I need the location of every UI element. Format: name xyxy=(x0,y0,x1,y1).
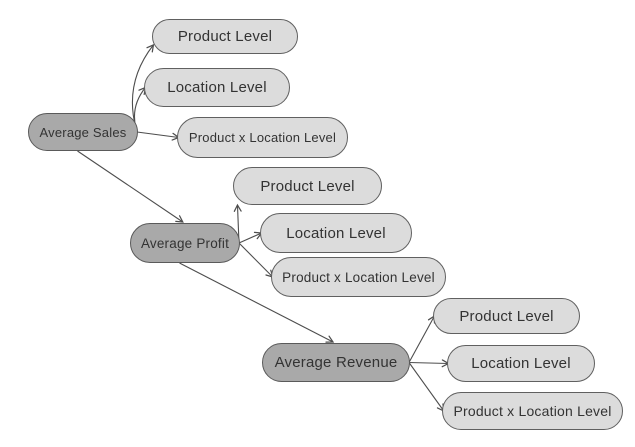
node-avg-profit[interactable]: Average Profit xyxy=(130,223,240,263)
node-label: Product x Location Level xyxy=(453,403,612,419)
node-product-level-sales[interactable]: Product Level xyxy=(152,19,298,54)
edge-avg-profit-to-avg-revenue xyxy=(179,262,335,343)
node-avg-sales[interactable]: Average Sales xyxy=(28,113,138,151)
node-location-level-revenue[interactable]: Location Level xyxy=(447,345,595,382)
node-label: Product Level xyxy=(177,28,273,45)
edge-avg-profit-to-product-x-location-profit xyxy=(238,242,274,278)
node-product-level-profit[interactable]: Product Level xyxy=(233,167,382,205)
node-label: Location Level xyxy=(286,224,386,242)
node-product-x-location-sales[interactable]: Product x Location Level xyxy=(177,117,348,158)
node-label: Average Sales xyxy=(39,124,127,140)
node-location-level-profit[interactable]: Location Level xyxy=(260,213,412,253)
edge-avg-revenue-to-product-x-location-revenue xyxy=(408,362,445,413)
edge-avg-sales-to-avg-profit xyxy=(77,150,184,223)
node-label: Location Level xyxy=(471,355,571,372)
node-product-level-revenue[interactable]: Product Level xyxy=(433,298,580,334)
node-label: Product Level xyxy=(260,177,355,195)
edge-avg-profit-to-location-level-profit xyxy=(238,231,263,244)
edge-avg-sales-to-product-x-location-sales xyxy=(136,131,180,141)
node-label: Product Level xyxy=(459,307,554,325)
node-location-level-sales[interactable]: Location Level xyxy=(144,68,290,107)
node-avg-revenue[interactable]: Average Revenue xyxy=(262,343,410,382)
node-label: Average Revenue xyxy=(274,354,398,371)
edge-avg-revenue-to-product-level-revenue xyxy=(408,314,436,363)
node-product-x-location-revenue[interactable]: Product x Location Level xyxy=(442,392,623,430)
node-label: Product x Location Level xyxy=(188,130,337,145)
node-label: Product x Location Level xyxy=(282,269,435,285)
node-product-x-location-profit[interactable]: Product x Location Level xyxy=(271,257,446,297)
node-label: Location Level xyxy=(167,79,267,96)
edge-avg-revenue-to-location-level-revenue xyxy=(408,359,450,368)
node-label: Average Profit xyxy=(140,235,230,251)
